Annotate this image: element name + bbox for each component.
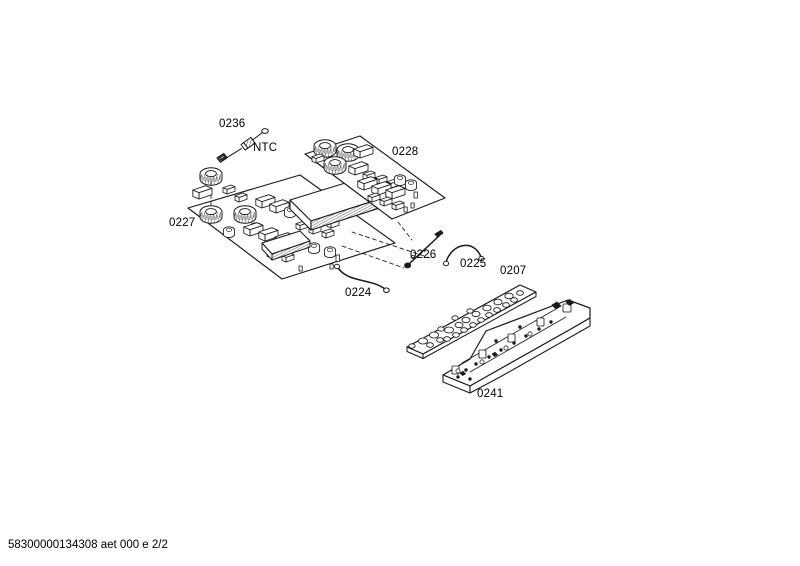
label-0236: 0236 xyxy=(219,118,246,130)
part-ntc-sensor-0236 xyxy=(216,128,269,163)
label-0226: 0226 xyxy=(410,249,437,261)
part-cable-0225 xyxy=(442,244,485,267)
label-ntc: NTC xyxy=(253,142,278,154)
label-0225: 0225 xyxy=(460,258,487,270)
part-control-panel-0207 xyxy=(406,284,537,359)
part-cable-0224 xyxy=(333,263,390,294)
label-0207: 0207 xyxy=(500,265,527,277)
document-footer-reference: 58300000134308 aet 000 e 2/2 xyxy=(8,539,168,551)
part-screw-0226 xyxy=(404,230,444,269)
assembly-leader-lines xyxy=(341,221,431,269)
label-0224: 0224 xyxy=(345,287,372,299)
part-control-housing-0241 xyxy=(442,299,591,394)
label-0241: 0241 xyxy=(477,388,504,400)
part-power-board-0228 xyxy=(304,135,446,220)
label-0228: 0228 xyxy=(392,146,419,158)
label-0227: 0227 xyxy=(169,217,196,229)
diagram-linework xyxy=(187,128,591,394)
